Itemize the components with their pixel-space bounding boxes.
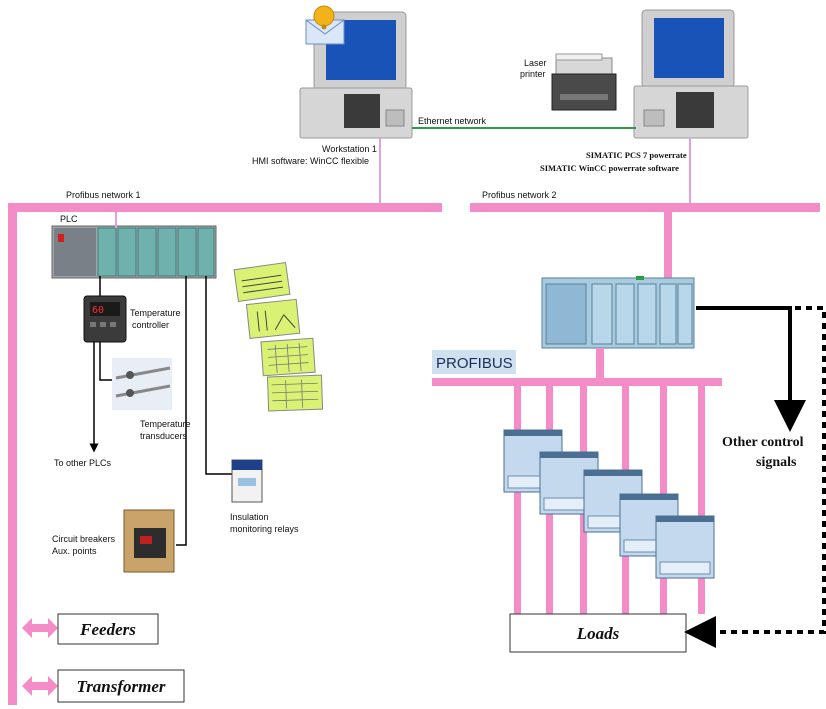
circuit-breaker-icon [123,509,175,573]
laser-label: Laser [524,58,547,68]
power-monitor-icon [503,429,715,579]
profibus-network2-label: Profibus network 2 [482,190,557,200]
ethernet-network-label: Ethernet network [418,116,487,126]
workstation-icon [299,11,413,139]
transducers-label-1: Temperature [140,419,191,429]
monitoring-relays-label: monitoring relays [230,524,299,534]
transducers-label-2: transducers [140,431,188,441]
temperature-controller-icon: 60 [83,295,127,343]
other-control-label-2: signals [756,455,797,470]
control-signal-arrow [696,306,806,432]
loads-box [509,613,687,653]
temp-display: 60 [92,305,104,316]
controller-label: controller [132,320,169,330]
other-control-label-1: Other control [722,435,804,450]
loads-label: Loads [576,624,620,643]
workstation1-label: Workstation 1 [322,144,377,154]
to-other-plcs-label: To other PLCs [54,458,112,468]
workstation-1 [299,5,413,139]
profibus-network-1-bus [8,203,442,212]
plc2-to-profibus [596,348,604,380]
printer-label: printer [520,69,546,79]
profibus-network1-label: Profibus network 1 [66,190,141,200]
left-trunk [8,203,17,705]
insulation-relay-icon [231,459,263,503]
profibus-bus [432,378,722,386]
simatic-wincc-label: SIMATIC WinCC powerrate software [540,163,679,173]
insulation-label: Insulation [230,512,269,522]
transformer-label: Transformer [76,677,165,696]
feeders-box [57,613,159,645]
plc-rack-icon [51,225,217,279]
plc-rack-2-icon [541,276,695,349]
dashed-control-arrow [684,306,826,648]
workstation-2 [633,9,749,139]
temperature-transducer-icon [112,358,172,410]
profibus-label: PROFIBUS [436,355,513,372]
transformer-arrow [22,676,58,696]
aux-points-label: Aux. points [52,546,97,556]
hmi-software-label: HMI software: WinCC flexible [252,156,369,166]
profibus-banner [432,350,516,374]
temperature-label: Temperature [130,308,181,318]
feeders-arrow [22,618,58,638]
simatic-pcs7-label: SIMATIC PCS 7 powerrate [586,150,687,160]
trend-panels [233,261,324,412]
laser-printer-icon [551,53,617,111]
plc2-drop [664,212,672,278]
transformer-box [57,669,185,703]
circuit-breakers-label: Circuit breakers [52,534,116,544]
feeders-label: Feeders [79,620,136,639]
email-bell-icon [305,5,345,45]
plc-label: PLC [60,214,78,224]
profibus-network-2-bus [470,203,820,212]
